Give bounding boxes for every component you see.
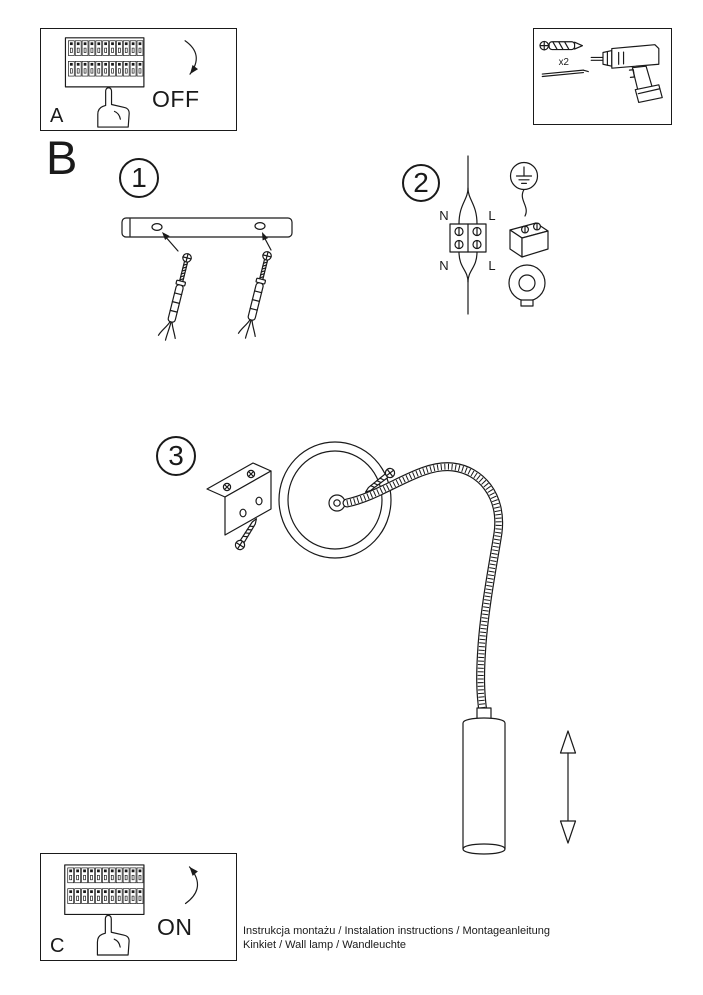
breaker-panel-icon: [64, 864, 145, 916]
anchor-count-label: x2: [559, 57, 569, 68]
breaker-panel-icon: [64, 37, 145, 88]
wiring-drawing: N L N L: [439, 155, 549, 315]
hand-icon: [97, 87, 130, 128]
section-b-label: B: [46, 131, 78, 184]
step-1-number: 1: [131, 162, 147, 193]
wire-label-l-bottom: L: [488, 258, 495, 273]
anchor-arrow-icon: [262, 232, 272, 251]
wire-label-n-top: N: [439, 208, 448, 223]
ground-connector-icon: [509, 222, 549, 258]
step-2-badge: 2: [402, 164, 440, 202]
flip-down-arrow-icon: [184, 40, 199, 75]
wall-anchor-icon: [157, 251, 197, 343]
drill-bit-icon: [541, 69, 589, 78]
footer: Instrukcja montażu / Instalation instruc…: [243, 925, 550, 952]
hand-icon: [96, 914, 130, 956]
breaker-on-box: C ON: [40, 853, 237, 961]
on-label: ON: [157, 914, 193, 940]
height-adjust-arrow-icon: [559, 730, 577, 844]
cable-clamp-icon: [508, 264, 546, 307]
anchor-arrow-icon: [162, 232, 179, 252]
terminal-block-icon: [449, 223, 487, 253]
supply-wires-icon: [458, 155, 478, 315]
step-3-badge: 3: [156, 436, 196, 476]
canopy-icon: [278, 441, 392, 559]
footer-line-2: Kinkiet / Wall lamp / Wandleuchte: [243, 938, 407, 951]
wire-label-l-top: L: [488, 208, 495, 223]
mounting-plate-icon: [121, 217, 293, 238]
step-1-figure: [100, 198, 340, 363]
step-3-number: 3: [168, 440, 184, 471]
breaker-off-drawing: [64, 37, 199, 128]
off-label: OFF: [152, 86, 200, 112]
step-1-badge: 1: [119, 158, 159, 198]
wall-plug-icon: [539, 40, 584, 51]
footer-line-1: Instrukcja montażu / Instalation instruc…: [243, 925, 550, 937]
lamp-shade-icon: [462, 707, 506, 855]
tools-drawing: x2: [539, 40, 663, 104]
breaker-on-drawing: [64, 864, 198, 956]
breaker-off-box: A OFF: [40, 28, 237, 131]
step-3-figure: [185, 425, 595, 875]
drill-icon: [590, 44, 663, 104]
ground-wire-icon: [521, 188, 527, 217]
mounting-drawing: [121, 217, 293, 343]
tools-box: x2: [533, 28, 672, 125]
gooseneck-icon: [342, 462, 504, 717]
flip-up-arrow-icon: [184, 866, 198, 905]
lamp-assembly-drawing: [206, 441, 577, 855]
wire-label-n-bottom: N: [439, 258, 448, 273]
step-2-figure: N L N L: [398, 148, 573, 323]
wall-bracket-icon: [206, 462, 272, 536]
step-2-number: 2: [413, 167, 429, 198]
wall-anchor-icon: [237, 249, 277, 341]
box-a-label: A: [50, 105, 64, 127]
box-c-label: C: [50, 935, 65, 957]
ground-symbol-icon: [509, 161, 539, 191]
